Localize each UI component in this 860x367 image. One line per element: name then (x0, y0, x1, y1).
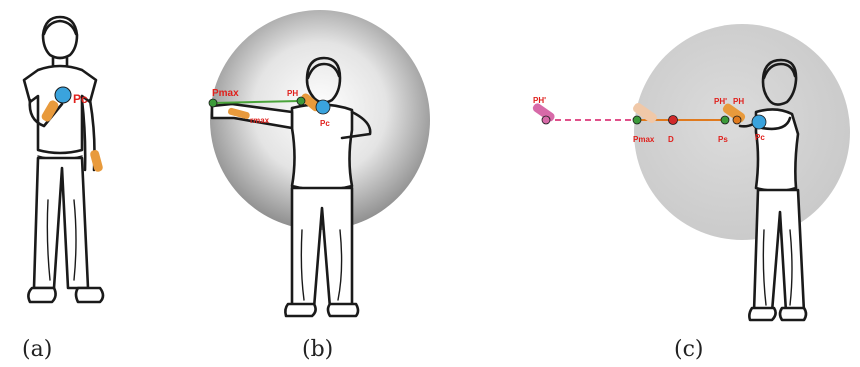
label-ph-b: PH (287, 89, 298, 98)
label-rmax-b: rmax (250, 116, 270, 125)
label-ps-c: Ps (718, 135, 728, 144)
pc-point-c (751, 114, 767, 130)
figure-person-b (210, 56, 372, 318)
label-pmax-c: Pmax (633, 135, 655, 144)
caption-a: (a) (22, 337, 52, 362)
figure-person-a (22, 15, 105, 304)
ph-point-c (732, 115, 742, 125)
phprime-far-point-c (541, 115, 551, 125)
hand-controller-a (41, 100, 59, 122)
ph-point-b (296, 96, 306, 106)
label-pc-c: Pc (755, 133, 765, 142)
label-pc-b: Pc (320, 119, 330, 128)
label-ph-c: PH (733, 97, 744, 106)
reach-line-b (212, 100, 301, 104)
pmax-point-c (632, 115, 642, 125)
panel-c: PH' Pmax D PH' PH Ps Pc (c) (532, 24, 850, 362)
hand-controller-b (228, 107, 250, 120)
hand-controller-b2 (300, 93, 321, 112)
hand-controller-ghost-c (633, 103, 657, 123)
panel-a: Pc (a) (22, 15, 105, 362)
d-point-c (668, 115, 678, 125)
controller-hip-a (90, 149, 103, 172)
label-pc-a: Pc (73, 92, 88, 106)
caption-c: (c) (674, 337, 704, 362)
caption-b: (b) (302, 337, 333, 362)
pc-point-b (315, 99, 331, 115)
label-d-c: D (668, 135, 674, 144)
label-pmax-b: Pmax (212, 88, 239, 99)
panel-b: Pmax rmax PH Pc (b) (208, 10, 430, 362)
hand-controller-far-c (532, 103, 555, 122)
pmax-point-b (208, 98, 218, 108)
reach-sphere-c (634, 24, 850, 240)
label-phprime-c: PH' (714, 97, 727, 106)
pc-point-a (54, 86, 72, 104)
phprime-point-c (720, 115, 730, 125)
figure-person-c (738, 58, 808, 322)
label-phprime-far-c: PH' (533, 96, 546, 105)
